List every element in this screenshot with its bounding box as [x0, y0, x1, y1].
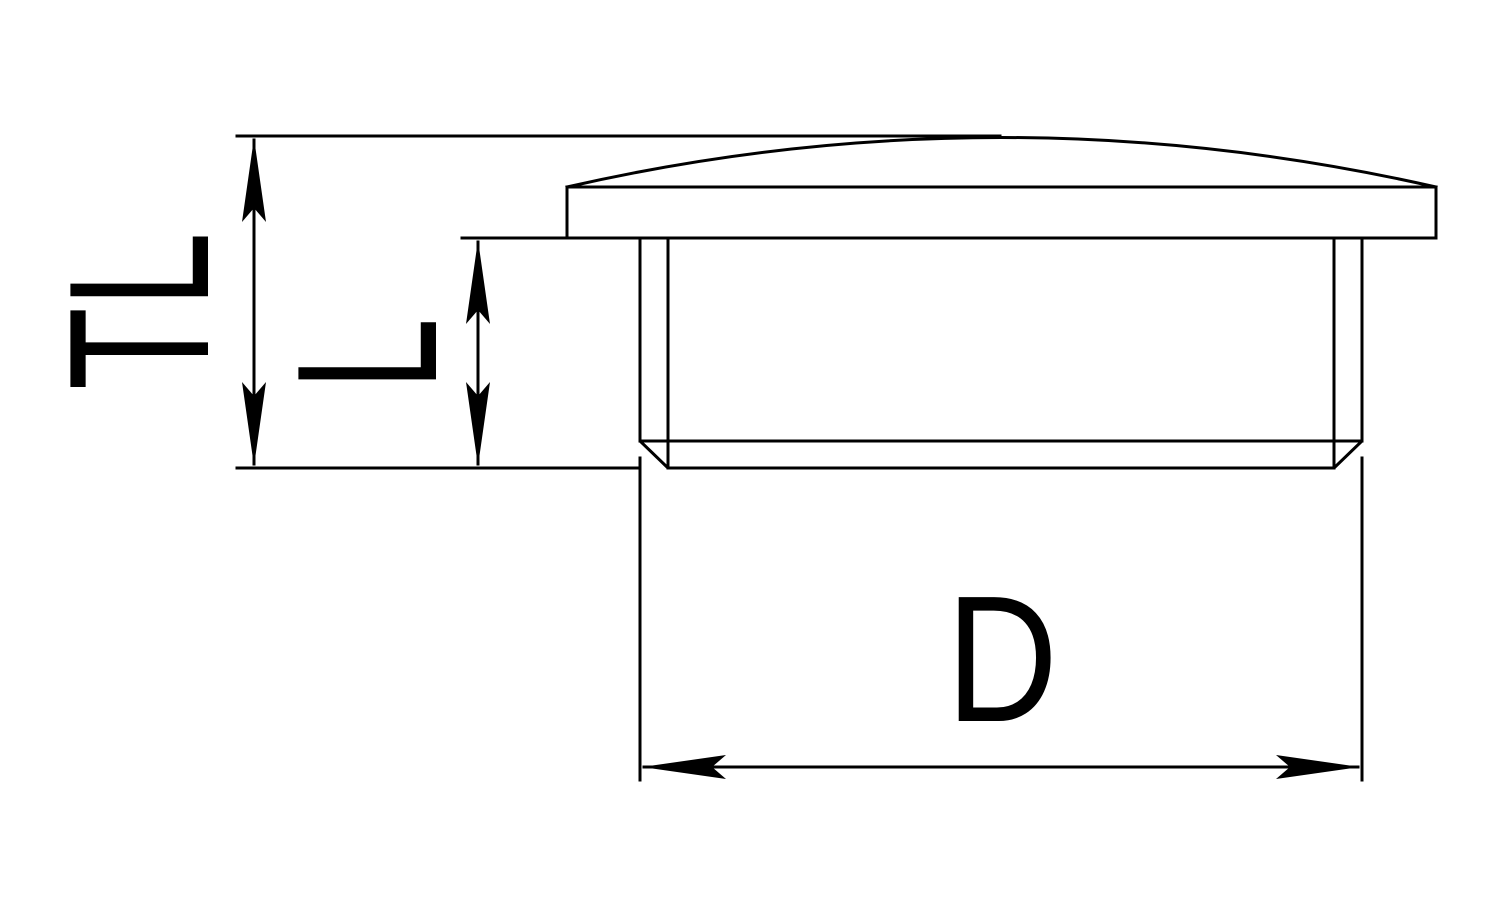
dimension-total-length: TL: [28, 134, 1002, 470]
tl-arrow-bottom: [242, 382, 266, 466]
cap-insert-outline: [638, 236, 1364, 470]
l-arrow-top: [466, 240, 490, 324]
cap-head: [565, 185, 1438, 240]
tl-label: TL: [28, 232, 251, 390]
l-arrow-bottom: [466, 382, 490, 466]
d-label: D: [946, 559, 1058, 760]
dimension-length: L: [256, 236, 569, 466]
d-arrow-left: [642, 755, 726, 779]
dimension-diameter: D: [638, 456, 1364, 782]
tl-arrow-top: [242, 138, 266, 222]
cap-body: [565, 136, 1438, 470]
d-arrow-right: [1276, 755, 1360, 779]
l-label: L: [256, 318, 479, 390]
cap-dome: [565, 136, 1438, 189]
